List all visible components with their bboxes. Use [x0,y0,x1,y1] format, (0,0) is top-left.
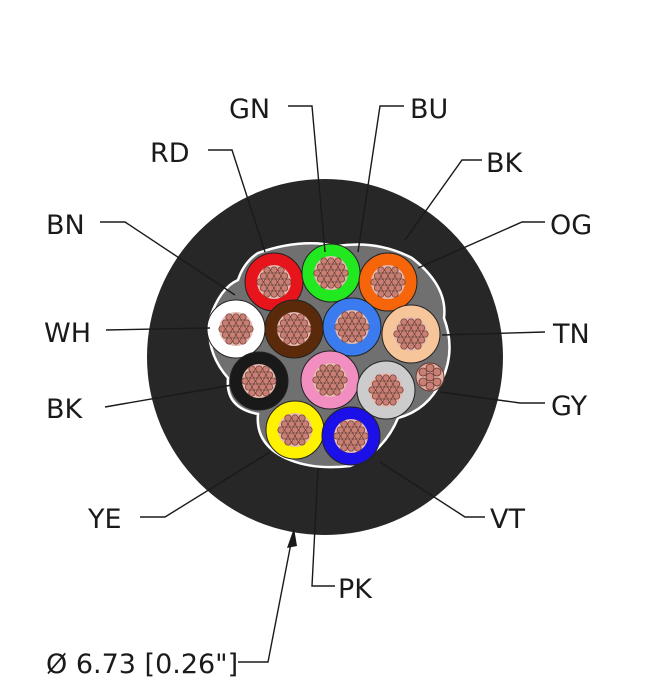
leader-gy [439,391,545,404]
conductor-pk [300,350,360,410]
label-pk: PK [338,574,373,605]
leader-bk-top [404,159,482,241]
conductor-bu [322,297,382,357]
label-bu: BU [410,94,448,125]
leader-rd [208,149,266,253]
leader-wh [105,327,211,331]
conductor-ye [265,400,325,460]
leader-pk [311,467,335,587]
conductor-og [358,252,418,312]
label-gy: GY [551,391,588,422]
leader-bu [357,105,404,253]
leader-bk-left [104,384,233,408]
dimension-leader [238,537,293,663]
label-bk-top: BK [486,148,524,179]
conductor-bn [264,299,324,359]
drain-wire [415,362,445,392]
conductor-wh [206,299,266,359]
dimension-arrowhead [287,528,297,548]
label-bn: BN [46,210,85,241]
leader-gn [288,105,326,253]
label-vt: VT [490,504,525,535]
labels: GN BU RD BK BN OG WH TN BK GY YE VT PK Ø… [44,94,592,680]
leader-bn [100,221,236,296]
leader-tn [441,331,546,336]
label-og: OG [550,210,592,241]
conductor-tn [381,304,441,364]
conductor-rd [244,252,304,312]
conductor-gy [356,360,416,420]
leader-vt [379,461,485,518]
label-rd: RD [150,138,190,169]
label-wh: WH [44,318,91,349]
conductor-gn [301,243,361,303]
label-ye: YE [87,504,122,535]
label-tn: TN [552,319,590,350]
leader-ye [140,451,271,518]
conductor-vt [321,406,381,466]
conductors [206,243,441,466]
leader-og [417,221,545,269]
label-gn: GN [229,94,270,125]
leader-lines [100,105,546,663]
conductor-bk [229,351,289,411]
label-bk-left: BK [46,394,84,425]
dimension-label: Ø 6.73 [0.26"] [46,649,238,680]
